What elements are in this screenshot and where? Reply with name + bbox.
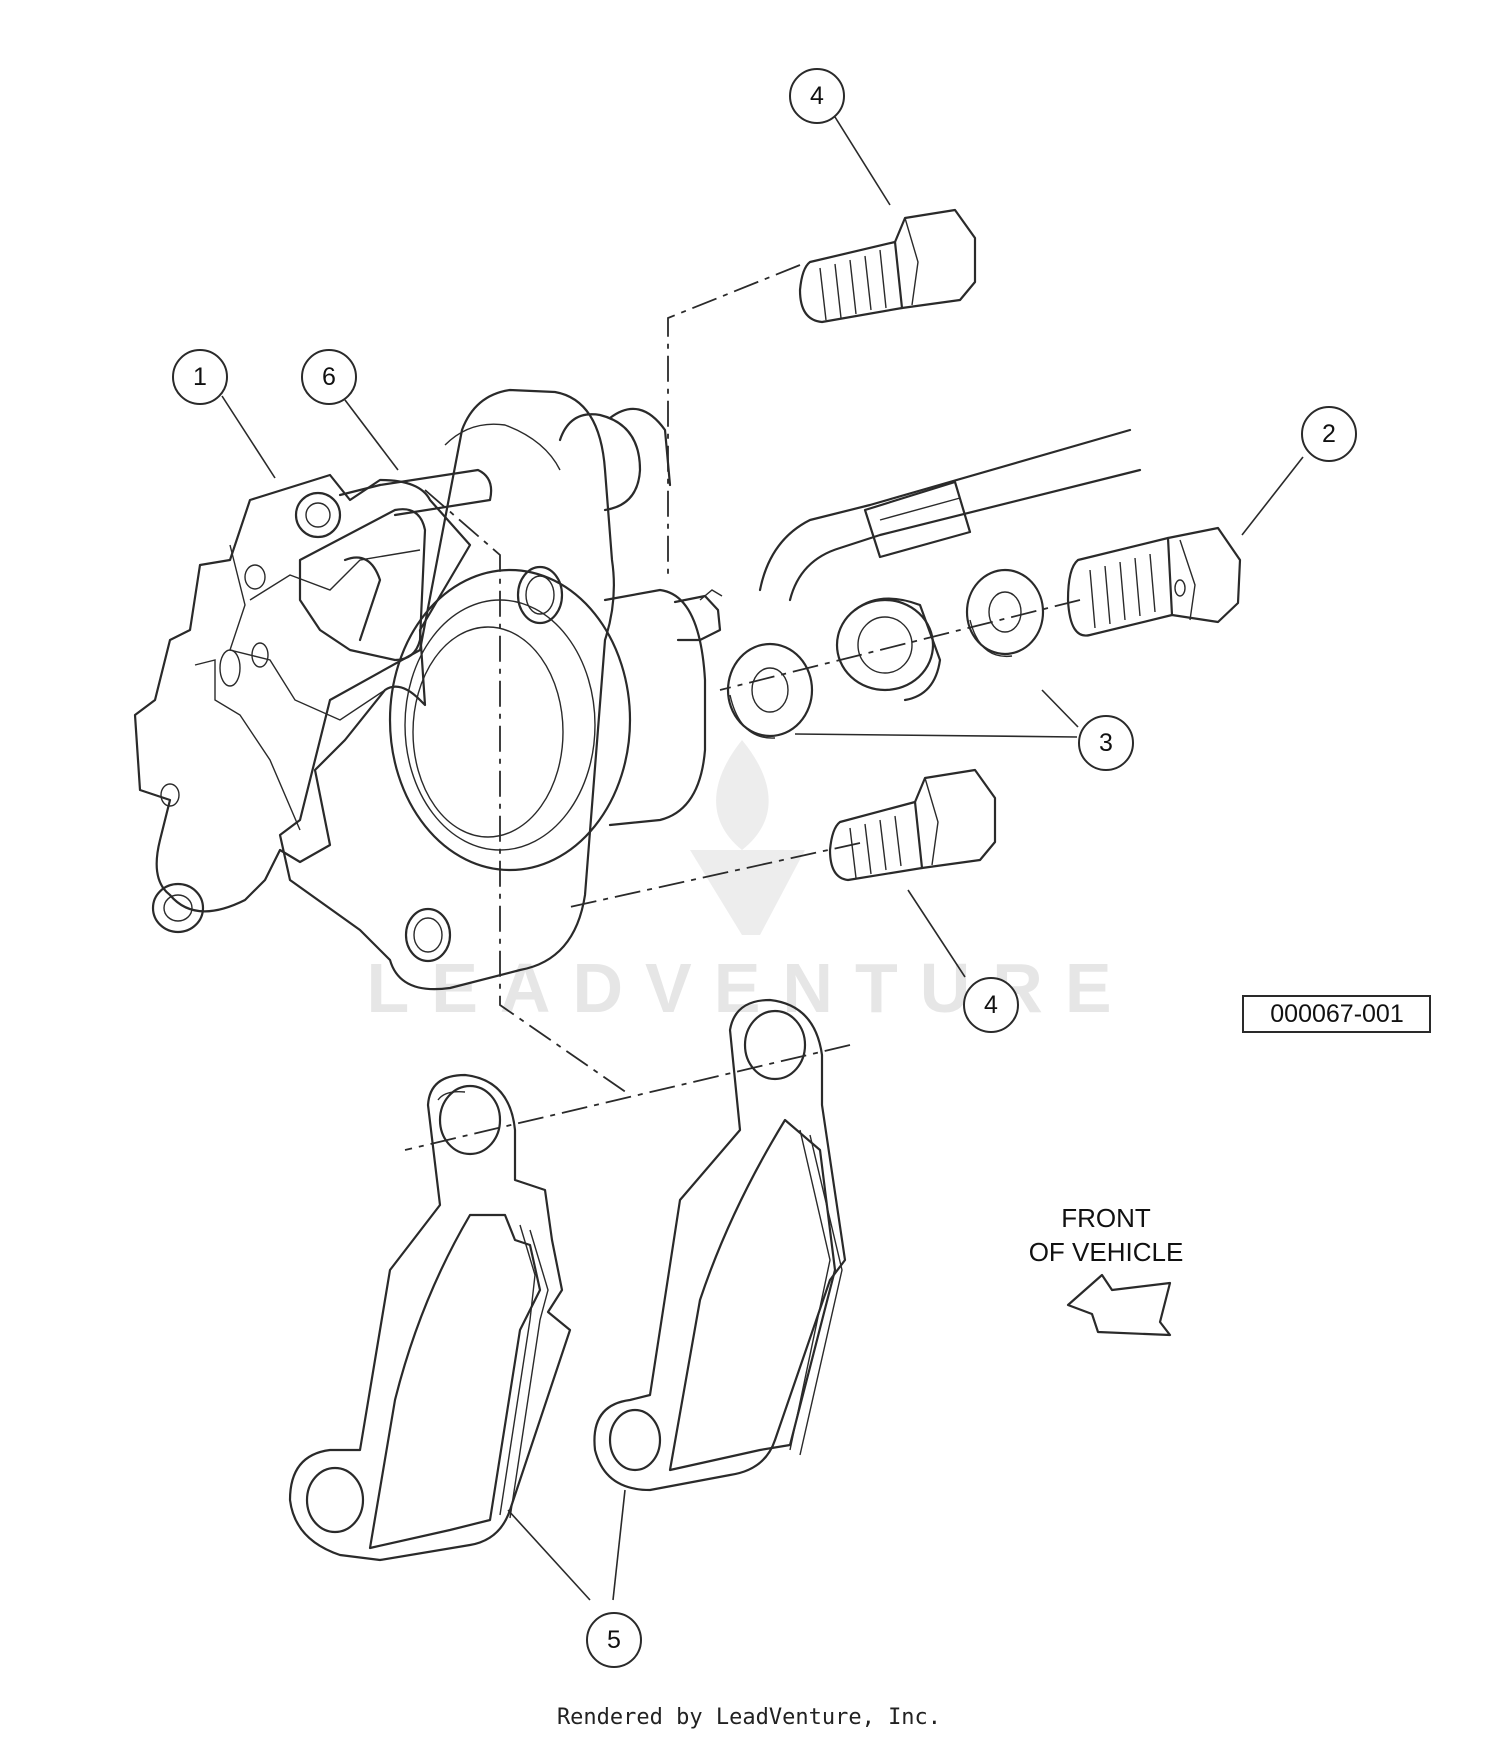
reference-number: 000067-001: [1270, 1000, 1403, 1028]
watermark-text: LEADVENTURE: [366, 949, 1133, 1027]
reference-number-box: 000067-001: [1242, 995, 1431, 1033]
callout-4-upper: 4: [789, 68, 845, 124]
brake-pad-left: [288, 1073, 572, 1562]
mounting-bolt-upper: [798, 208, 977, 324]
mounting-bolt-lower: [828, 768, 997, 882]
callout-label: 4: [810, 82, 824, 110]
callout-label: 6: [322, 363, 336, 391]
callout-6: 6: [301, 349, 357, 405]
direction-note-line1: FRONT: [1061, 1203, 1151, 1233]
leadventure-watermark: LEADVENTURE: [366, 740, 1133, 1027]
guide-pin: [338, 468, 493, 517]
sealing-washers: [726, 568, 1045, 739]
front-of-vehicle-note: FRONT OF VEHICLE: [1029, 1203, 1184, 1337]
callout-label: 2: [1322, 420, 1336, 448]
direction-arrow-icon: [1066, 1273, 1172, 1337]
watermark-flame-icon: [716, 740, 769, 850]
callout-5: 5: [586, 1612, 642, 1668]
alignment-lines: [404, 264, 1081, 1151]
watermark-v-icon: [690, 850, 805, 935]
callout-4-lower: 4: [963, 977, 1019, 1033]
footer-credit: Rendered by LeadVenture, Inc.: [557, 1705, 941, 1730]
brake-caliper: [133, 388, 723, 991]
callout-3: 3: [1078, 715, 1134, 771]
brake-pad-right: [593, 998, 847, 1492]
callout-label: 5: [607, 1626, 621, 1654]
callout-label: 3: [1099, 729, 1113, 757]
banjo-fitting: [835, 597, 942, 702]
banjo-bolt: [1066, 526, 1242, 637]
leader-lines: [221, 116, 1304, 1601]
brake-hose: [758, 428, 1142, 602]
direction-note-line2: OF VEHICLE: [1029, 1237, 1184, 1267]
callout-2: 2: [1301, 406, 1357, 462]
callout-label: 1: [193, 363, 207, 391]
callout-1: 1: [172, 349, 228, 405]
callout-label: 4: [984, 991, 998, 1019]
